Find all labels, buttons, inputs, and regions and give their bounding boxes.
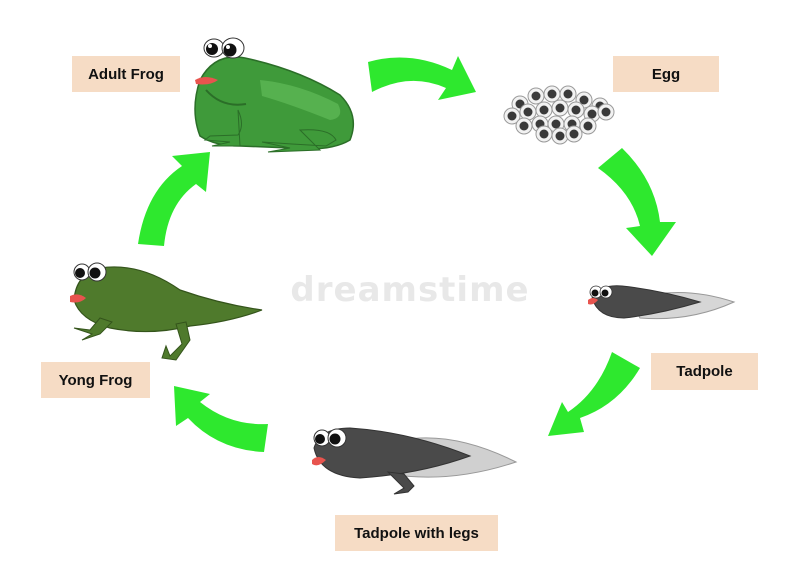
egg-yolk xyxy=(579,95,589,105)
egg-yolk xyxy=(547,89,557,99)
egg-yolk xyxy=(551,119,561,129)
young-frog-illustration xyxy=(70,262,263,361)
egg-cluster xyxy=(503,85,615,145)
adult-frog-illustration xyxy=(194,37,355,153)
arrow-legs-to-young xyxy=(174,386,268,452)
egg-yolk xyxy=(531,91,541,101)
label-young-frog: Yong Frog xyxy=(41,362,150,398)
label-egg: Egg xyxy=(613,56,719,92)
egg-yolk xyxy=(571,105,581,115)
tadpole-with-legs-illustration xyxy=(312,427,518,495)
egg-yolk xyxy=(519,121,529,131)
egg-yolk xyxy=(539,129,549,139)
label-tadpole: Tadpole xyxy=(651,353,758,390)
cycle-arrows xyxy=(138,56,676,452)
arrow-adult-to-egg xyxy=(368,56,476,100)
label-tadpole-with-legs: Tadpole with legs xyxy=(335,515,498,551)
egg-yolk xyxy=(507,111,517,121)
egg-yolk xyxy=(555,131,565,141)
egg-yolk xyxy=(539,105,549,115)
label-adult-frog: Adult Frog xyxy=(72,56,180,92)
watermark: dreamstime xyxy=(290,270,530,310)
egg-yolk xyxy=(523,107,533,117)
arrow-young-to-adult xyxy=(138,152,210,246)
tadpole-illustration xyxy=(588,285,736,320)
arrow-egg-to-tadpole xyxy=(598,148,676,256)
egg-yolk xyxy=(563,89,573,99)
egg-yolk xyxy=(569,129,579,139)
egg-yolk xyxy=(587,109,597,119)
egg-yolk xyxy=(583,121,593,131)
egg-yolk xyxy=(555,103,565,113)
egg-yolk xyxy=(601,107,611,117)
arrow-tadpole-to-legs xyxy=(548,352,640,436)
